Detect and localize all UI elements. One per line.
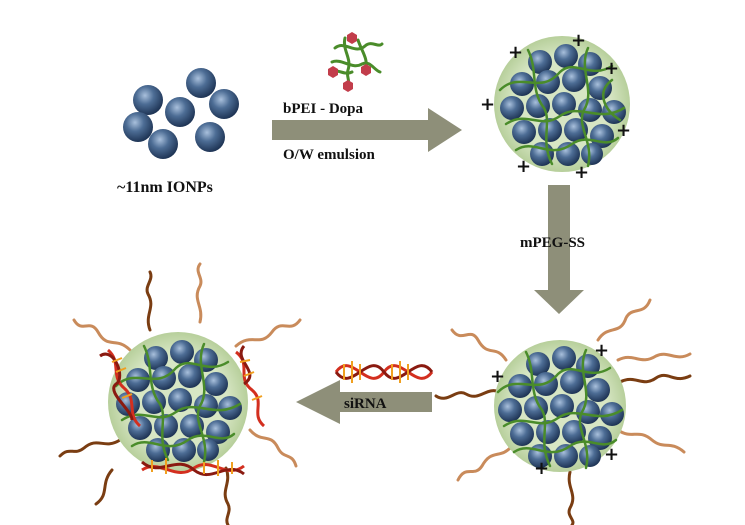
bpei-dopa-label: bPEI - Dopa [283,101,364,117]
charge-marker: + [594,340,609,361]
charge-marker: + [516,156,531,177]
process-label: O/W emulsion [283,147,375,163]
peg-chain-icon [195,262,203,324]
peg-chain-icon [248,428,298,468]
nanoparticle-icon [133,85,163,115]
nanoparticle-icon [186,68,216,98]
peg-chain-icon [616,428,686,454]
dopa-groups [328,32,371,92]
charge-marker: + [604,58,619,79]
arrow-icon [272,108,462,152]
coated-cluster: + + + + + + + [480,30,631,183]
nanoparticle-icon [148,129,178,159]
charge-marker: + [480,94,495,115]
peg-chain-icon [456,444,514,482]
peg-chain-icon [72,318,132,352]
peg-chain-icon [616,352,692,362]
sirna-helix-icon [334,361,434,383]
charge-marker: + [616,120,631,141]
peg-chain-icon [234,318,302,348]
charge-marker: + [574,162,589,183]
arrow-icon [296,380,432,424]
ionps-label: ~11nm IONPs [117,179,213,196]
polymer-icon [328,36,384,86]
nanoparticle-icon [195,122,225,152]
peg-chain-icon [145,270,153,332]
charge-marker: + [534,458,549,479]
peg-chain-icon [596,298,652,342]
charge-marker: + [571,30,586,51]
sirna-loaded-cluster [58,262,302,525]
sirna-label: siRNA [344,396,387,412]
charge-marker: + [508,42,523,63]
peg-chain-icon [58,438,122,458]
mpeg-ss-label: mPEG-SS [520,235,585,251]
arrow-icon [534,185,584,314]
charge-marker: + [490,366,505,387]
pegylated-cluster: + + + + [434,298,692,525]
nanoparticle-icon [123,112,153,142]
peg-chain-icon [450,328,508,362]
peg-chain-icon [618,373,692,384]
peg-chain-icon [434,389,502,400]
peg-chain-icon [94,468,114,506]
peg-chain-icon [223,466,231,525]
nanoparticle-icon [165,97,195,127]
charge-marker: + [604,444,619,465]
nanoparticle-icon [209,89,239,119]
peg-chain-icon [567,470,575,525]
free-ionps-group [123,68,239,159]
